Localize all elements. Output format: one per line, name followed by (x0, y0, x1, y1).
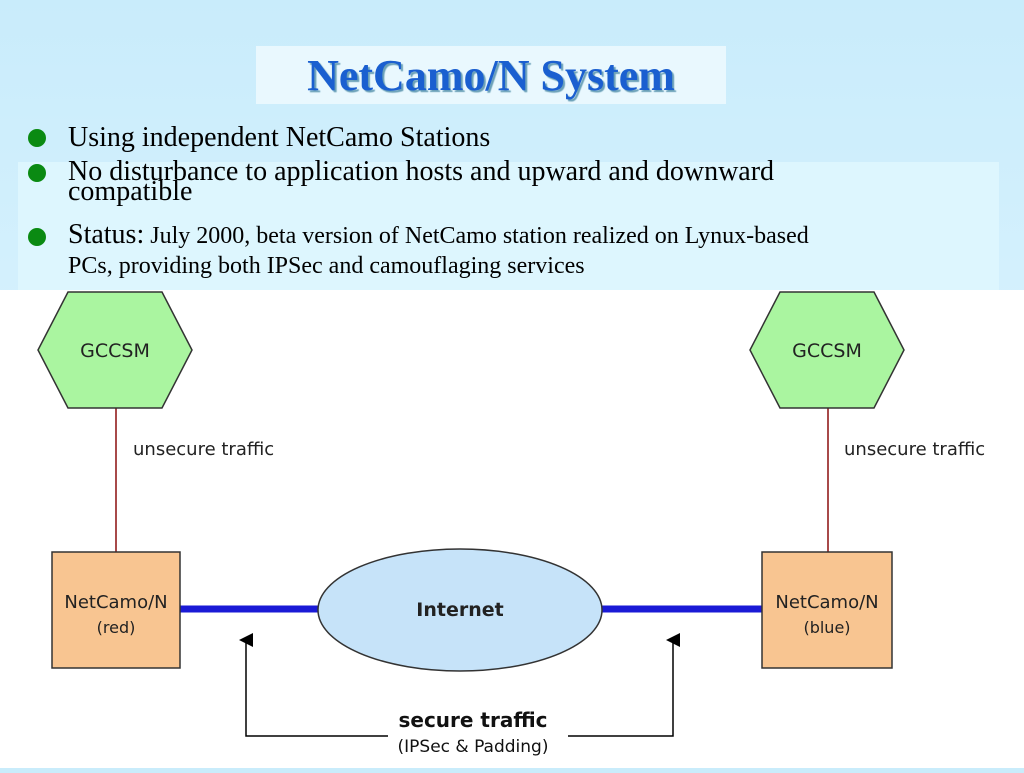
right-netcamo-box (761, 551, 893, 669)
bullet-panel (18, 162, 999, 290)
bullet-dot-icon (28, 129, 46, 147)
bullet-text-line2: compatible (68, 176, 193, 207)
bullet-dot-icon (28, 164, 46, 182)
bullet-text: Using independent NetCamo Stations (68, 122, 491, 153)
left-netcamo-box (51, 551, 181, 669)
right-secure-arrow (568, 633, 680, 737)
right-box-sublabel: (blue) (803, 618, 850, 637)
bullet-item: No disturbance to application hosts and … (26, 158, 986, 206)
left-gccsm-hexagon (37, 291, 193, 409)
left-gccsm-label: GCCSM (80, 340, 150, 362)
bullet-dot-icon (28, 228, 46, 246)
right-gccsm-label: GCCSM (792, 340, 862, 362)
diagram-area: GCCSM GCCSM unsecure traffic unsecure tr… (0, 290, 1024, 768)
bullet-item: Status: July 2000, beta version of NetCa… (26, 220, 986, 281)
left-box-sublabel: (red) (97, 618, 136, 637)
secure-traffic-label: secure traffic (398, 708, 547, 732)
left-unsecure-label: unsecure traffic (133, 439, 274, 460)
title-box: NetCamo/N System (256, 46, 726, 104)
slide-title: NetCamo/N System (307, 50, 675, 100)
bullet-lead: Status: (68, 219, 145, 250)
bullet-text-line1: No disturbance to application hosts and … (68, 156, 775, 187)
bullet-text-line1: July 2000, beta version of NetCamo stati… (144, 223, 809, 249)
left-box-label: NetCamo/N (64, 592, 167, 613)
bullet-text-line2: PCs, providing both IPSec and camouflagi… (68, 253, 585, 279)
bullet-list: Using independent NetCamo Stations No di… (26, 120, 986, 281)
bullet-item: Using independent NetCamo Stations (26, 120, 986, 156)
secure-traffic-sublabel: (IPSec & Padding) (398, 737, 549, 757)
right-gccsm-hexagon (749, 291, 905, 409)
right-box-label: NetCamo/N (775, 592, 878, 613)
network-diagram: GCCSM GCCSM unsecure traffic unsecure tr… (37, 291, 985, 757)
internet-label: Internet (416, 599, 503, 621)
internet-cloud (317, 548, 603, 672)
left-secure-arrow (239, 633, 388, 737)
right-unsecure-label: unsecure traffic (844, 439, 985, 460)
